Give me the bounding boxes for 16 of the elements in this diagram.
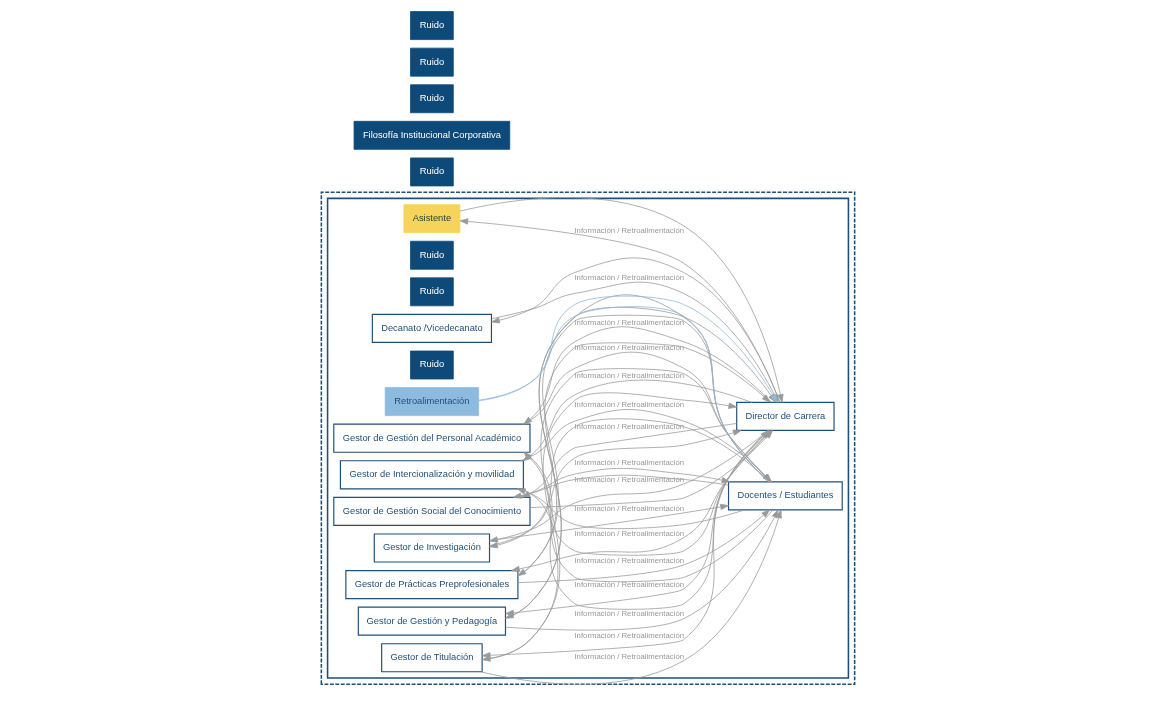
- edge-label: Información / Retroalimentación: [573, 609, 684, 619]
- edge-label: Información / Retroalimentación: [573, 371, 684, 381]
- edge-label: Información / Retroalimentación: [573, 474, 684, 484]
- edge-label: Información / Retroalimentación: [573, 226, 684, 236]
- edge-label: Información / Retroalimentación: [573, 555, 684, 565]
- edge-label: Información / Retroalimentación: [573, 273, 684, 283]
- edge-label: Información / Retroalimentación: [573, 400, 684, 410]
- edge-label: Información / Retroalimentación: [573, 528, 684, 538]
- edge-label: Información / Retroalimentación: [573, 343, 684, 353]
- edge-label: Información / Retroalimentación: [573, 317, 684, 327]
- edge-label: Información / Retroalimentación: [573, 651, 684, 661]
- edge-label: Información / Retroalimentación: [573, 579, 684, 589]
- edge-label: Información / Retroalimentación: [573, 503, 684, 513]
- edge-label: Información / Retroalimentación: [573, 421, 684, 431]
- edge-label: Información / Retroalimentación: [573, 458, 684, 468]
- edge-label: Información / Retroalimentación: [573, 630, 684, 640]
